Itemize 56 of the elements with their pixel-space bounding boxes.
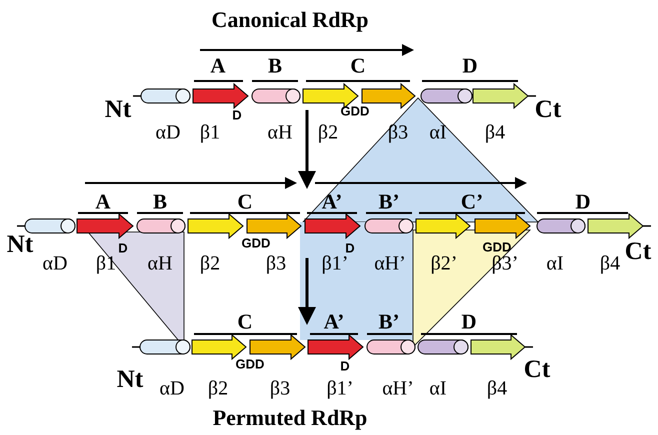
element-label: αD [42,252,68,276]
residue-label: D [232,108,242,122]
motif-letter: A [95,190,111,214]
terminus-label: Ct [534,96,562,124]
motif-letter: A [210,54,226,78]
motif-letter: D [461,310,477,334]
title: Canonical RdRp [211,7,369,33]
motif-letter: D [462,54,478,78]
terminus-label: Ct [524,356,550,384]
terminus-label: Nt [116,366,144,394]
element-label: αI [546,252,564,276]
element-label: αD [156,122,180,144]
element-label: β2 [208,378,228,400]
element-label: β3’ [492,252,518,276]
element-label: β1’ [326,378,354,400]
residue-label: GDD [242,236,270,250]
terminus-label: Nt [104,96,132,124]
residue-label: D [340,358,350,374]
element-label: β1 [96,252,116,276]
element-label: β2 [318,122,338,144]
motif-letter: B [153,190,167,214]
element-label: β1’ [322,252,348,276]
residue-label: GDD [236,356,264,372]
element-label: αI [429,122,447,144]
terminus-label: Ct [624,238,652,266]
terminus-label: Nt [6,231,34,259]
element-label: β3 [266,252,286,276]
element-label: αD [160,378,184,400]
element-label: β2 [200,252,220,276]
element-label: αH [148,252,172,276]
residue-label: D [118,240,128,256]
motif-letter: B’ [378,310,400,334]
motif-letter: B [268,54,282,78]
element-label: β4 [600,252,620,276]
motif-letter: C’ [460,190,484,214]
motif-letter: C [237,190,253,214]
motif-letter: B’ [378,190,400,214]
motif-letter: C [350,54,366,78]
element-label: αI [429,378,447,400]
element-label: αH’ [382,378,414,400]
caption: Permuted RdRp [212,405,368,431]
element-label: αH [268,122,292,144]
motif-letter: C [237,310,253,334]
element-label: β1 [200,122,220,144]
motif-letter: D [575,190,591,214]
residue-label: D [345,240,355,256]
element-label: αH’ [374,252,406,276]
element-label: β4 [486,378,508,400]
element-label: β2’ [430,252,458,276]
element-label: β3 [388,122,408,144]
motif-letter: A’ [322,190,342,214]
element-label: β4 [484,122,506,144]
motif-letter: A’ [324,310,344,334]
residue-label: GDD [340,104,370,118]
residue-label: GDD [482,240,512,254]
element-label: β3 [270,378,290,400]
